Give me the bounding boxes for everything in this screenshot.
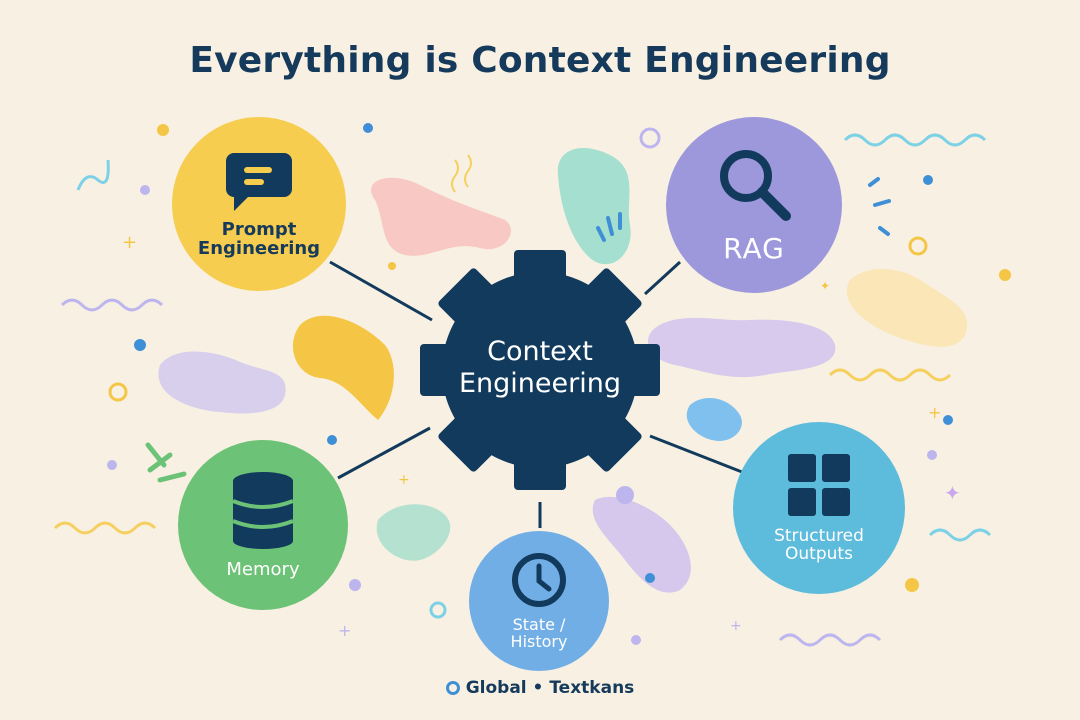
node-label: RAG xyxy=(723,232,785,266)
decor-dot xyxy=(631,635,641,645)
decor-wave xyxy=(928,528,992,542)
decor-dash xyxy=(596,212,622,242)
decor-leaf xyxy=(145,442,187,483)
decor-plus: + xyxy=(730,618,742,634)
decor-blob xyxy=(592,496,691,593)
decor-dot xyxy=(134,339,146,351)
node-prompt-engineering: Prompt Engineering xyxy=(172,117,346,291)
gear-icon xyxy=(420,250,660,490)
decor-blob xyxy=(371,177,511,256)
decor-dash xyxy=(868,177,891,236)
decor-squiggle xyxy=(451,154,472,193)
decor-plus: + xyxy=(338,621,351,640)
node-label: State / History xyxy=(510,615,568,651)
decor-dot xyxy=(905,578,919,592)
decor-dot xyxy=(327,435,337,445)
footer-text: Global • Textkans xyxy=(465,678,635,698)
connector-rag xyxy=(643,260,682,296)
footer-brand: Global • Textkans xyxy=(0,678,1080,698)
decor-dot xyxy=(923,175,933,185)
page-title: Everything is Context Engineering xyxy=(189,40,891,81)
decor-blob xyxy=(686,397,742,441)
decor-blob xyxy=(376,504,451,561)
decor-dot xyxy=(140,185,150,195)
connector-structured xyxy=(649,434,743,474)
chat-bubble-icon xyxy=(226,153,292,212)
node-label: Memory xyxy=(226,558,300,580)
connector-memory xyxy=(337,426,431,480)
decor-blob xyxy=(647,317,836,378)
decor-dot xyxy=(927,450,937,460)
decor-wave xyxy=(828,368,952,382)
decor-plus: + xyxy=(122,232,137,253)
decor-dot xyxy=(108,382,128,402)
node-memory: Memory xyxy=(178,440,348,610)
decor-dot xyxy=(999,269,1011,281)
decor-plus: + xyxy=(928,403,941,422)
clock-icon xyxy=(512,553,566,608)
decor-wave xyxy=(53,521,157,535)
decor-blob xyxy=(846,268,968,347)
decor-blob xyxy=(158,351,286,414)
decor-dot xyxy=(645,573,655,583)
decor-plus: + xyxy=(398,472,410,488)
decor-sparkle: ✦ xyxy=(944,481,961,505)
decor-dot xyxy=(943,415,953,425)
decor-dot xyxy=(388,262,396,270)
node-label: Structured Outputs xyxy=(774,526,864,564)
connector-prompt xyxy=(329,260,433,322)
ring-logo-icon xyxy=(445,681,460,695)
decor-dot xyxy=(639,127,661,149)
decor-wave xyxy=(843,133,987,147)
node-label: Prompt Engineering xyxy=(197,219,321,259)
decor-dot xyxy=(908,236,928,256)
decor-dot xyxy=(616,486,634,504)
grid-icon xyxy=(788,454,850,517)
node-rag: RAG xyxy=(666,117,842,293)
decor-dot xyxy=(107,460,117,470)
decor-dot xyxy=(349,579,361,591)
node-structured-outputs: Structured Outputs xyxy=(733,422,905,594)
database-icon xyxy=(232,471,294,549)
node-state-history: State / History xyxy=(469,531,609,671)
decor-blob xyxy=(292,315,394,420)
decor-sparkle: ✦ xyxy=(820,279,830,293)
decor-dot xyxy=(157,124,169,136)
center-label: Context Engineering xyxy=(459,336,621,400)
decor-wave xyxy=(778,633,882,647)
decor-dot xyxy=(429,601,447,619)
decor-wave xyxy=(60,298,164,312)
decor-blob xyxy=(557,147,631,265)
decor-wave xyxy=(76,159,110,191)
decor-dot xyxy=(363,123,373,133)
magnifier-icon xyxy=(720,150,791,222)
